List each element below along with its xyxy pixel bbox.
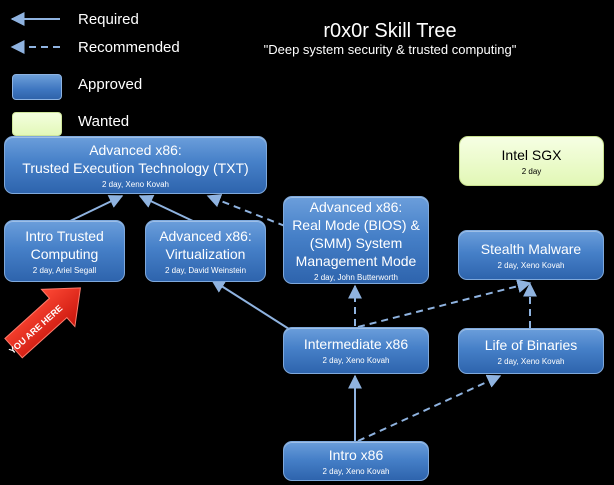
node-smm[interactable]: Advanced x86: Real Mode (BIOS) & (SMM) S… (283, 196, 429, 284)
node-virt-title: Advanced x86: Virtualization (159, 227, 252, 262)
legend-wanted-swatch (12, 112, 62, 136)
node-ix86-sub: 2 day, Xeno Kovah (322, 356, 390, 365)
node-lob-title: Life of Binaries (484, 336, 578, 353)
node-ix86-title: Intermediate x86 (303, 336, 409, 352)
node-virtualization[interactable]: Advanced x86: Virtualization 2 day, Davi… (145, 220, 266, 282)
arrow-ix86-to-stealth (357, 279, 532, 328)
node-sgx[interactable]: Intel SGX 2 day (459, 136, 604, 186)
node-itc-sub: 2 day, Ariel Segall (32, 265, 97, 275)
node-intro-title: Intro x86 (328, 446, 384, 463)
node-smm-sub: 2 day, John Butterworth (314, 272, 398, 282)
node-txt-title: Advanced x86: Trusted Execution Technolo… (22, 141, 249, 176)
node-intermediate-x86[interactable]: Intermediate x86 2 day, Xeno Kovah (283, 327, 429, 374)
legend-approved-swatch (12, 74, 62, 100)
node-stealth-malware[interactable]: Stealth Malware 2 day, Xeno Kovah (458, 230, 604, 280)
diagram-subtitle: "Deep system security & trusted computin… (263, 42, 517, 57)
node-itc-title: Intro Trusted Computing (25, 227, 104, 262)
node-txt-sub: 2 day, Xeno Kovah (101, 179, 169, 189)
legend-required-label: Required (78, 11, 139, 28)
node-smm-title: Advanced x86: Real Mode (BIOS) & (SMM) S… (292, 198, 420, 269)
node-stealth-title: Stealth Malware (480, 240, 582, 257)
node-intro-x86[interactable]: Intro x86 2 day, Xeno Kovah (283, 441, 429, 481)
arrow-intro-to-lob (357, 374, 502, 442)
diagram-title: r0x0r Skill Tree (323, 20, 457, 42)
arrow-itc-to-txt (67, 195, 124, 223)
node-sgx-sub: 2 day (521, 166, 542, 176)
node-stealth-sub: 2 day, Xeno Kovah (497, 260, 565, 270)
node-life-of-binaries[interactable]: Life of Binaries 2 day, Xeno Kovah (458, 328, 604, 374)
node-intro-sub: 2 day, Xeno Kovah (322, 466, 390, 476)
legend-approved-label: Approved (78, 76, 143, 93)
you-are-here-label: YOU ARE HERE (7, 303, 64, 356)
node-sgx-title: Intel SGX (501, 146, 562, 163)
node-intro-trusted-computing[interactable]: Intro Trusted Computing 2 day, Ariel Seg… (4, 220, 125, 282)
node-txt[interactable]: Advanced x86: Trusted Execution Technolo… (4, 136, 267, 194)
legend-wanted-label: Wanted (78, 113, 130, 130)
arrow-virt-to-txt (138, 195, 196, 223)
legend-recommended-label: Recommended (78, 39, 180, 56)
node-virt-sub: 2 day, David Weinstein (164, 265, 247, 275)
node-lob-sub: 2 day, Xeno Kovah (497, 356, 565, 366)
